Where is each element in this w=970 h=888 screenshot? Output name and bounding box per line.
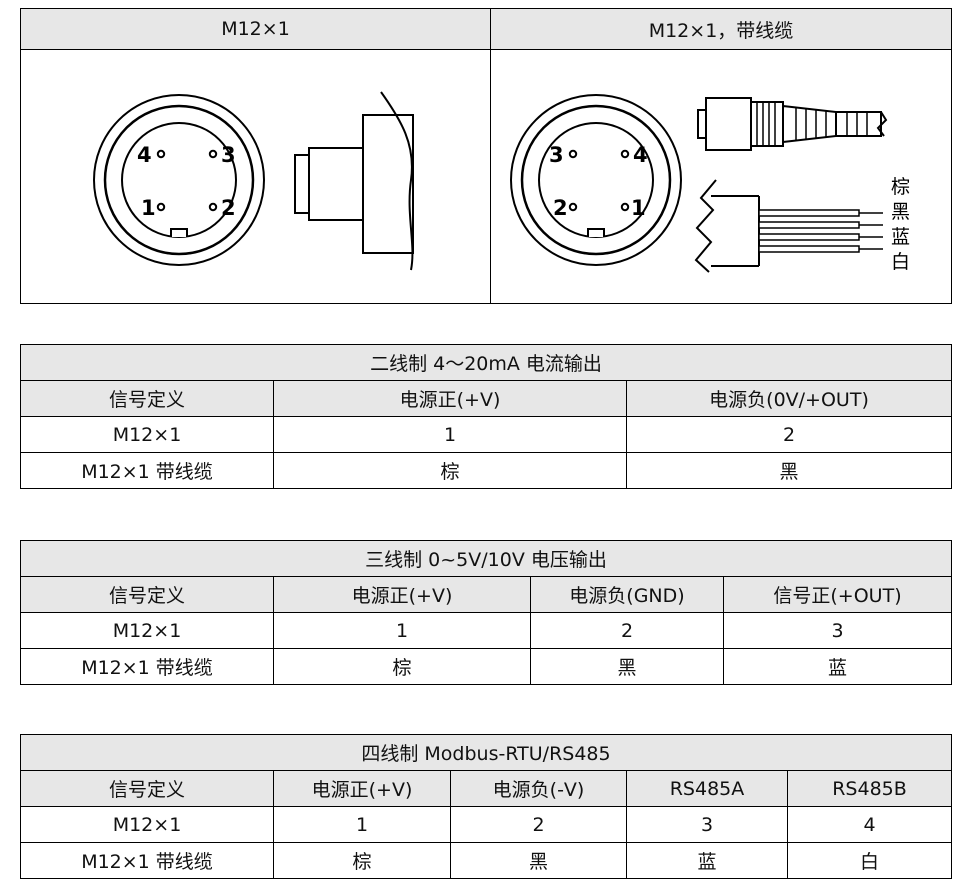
table-cell: 2 [530, 612, 724, 649]
table-cell: 棕 [273, 648, 531, 685]
table-cell: 棕 [273, 842, 451, 879]
column-header: 信号定义 [20, 770, 274, 807]
column-header: RS485A [626, 770, 788, 807]
table-cell: 3 [626, 806, 788, 843]
pin-label: 3 [221, 143, 236, 167]
pin-label: 1 [631, 196, 646, 220]
table-cell: 4 [786, 806, 953, 843]
m12-pinout-diagram: 4 3 1 2 [93, 91, 414, 271]
table-title: 四线制 Modbus-RTU/RS485 [19, 734, 953, 771]
table-cell: M12×1 带线缆 [20, 452, 274, 489]
table-cell: 黑 [530, 648, 724, 685]
wire-color-label: 蓝 [891, 226, 910, 248]
m12-connector-drawing: 4 3 1 2 [20, 49, 491, 304]
column-header: 信号正(+OUT) [723, 576, 952, 613]
pin-label: 1 [141, 196, 156, 220]
pin-label: 2 [553, 196, 568, 220]
column-header: 信号定义 [20, 380, 274, 417]
two-wire-table: 二线制 4～20mA 电流输出 信号定义 电源正(+V) 电源负(0V/+OUT… [19, 344, 953, 489]
table-cell: 1 [273, 416, 627, 453]
m12-cable-pinout-diagram: 3 4 2 1 [510, 94, 910, 273]
table-cell: M12×1 [20, 612, 274, 649]
pin-label: 4 [137, 143, 152, 167]
table-cell: M12×1 [20, 806, 274, 843]
pin-label: 3 [549, 143, 564, 167]
column-header: 信号定义 [20, 576, 274, 613]
column-header: 电源负(-V) [450, 770, 627, 807]
three-wire-table: 三线制 0~5V/10V 电压输出 信号定义 电源正(+V) 电源负(GND) … [20, 540, 952, 685]
pin-label: 4 [633, 143, 648, 167]
column-header: 电源负(GND) [530, 576, 724, 613]
wire-color-label: 黑 [891, 201, 910, 223]
table-cell: M12×1 带线缆 [20, 648, 274, 685]
table-row: M12×1 带线缆 棕 黑 蓝 白 [20, 842, 953, 879]
table-cell: 3 [723, 612, 952, 649]
table-cell: 黑 [625, 452, 953, 489]
table-cell: 1 [273, 806, 451, 843]
connector-diagram-table: M12×1 M12×1，带线缆 4 3 1 2 [20, 8, 952, 304]
column-header: 电源正(+V) [273, 380, 627, 417]
wire-color-label: 白 [891, 251, 910, 273]
table-cell: 蓝 [626, 842, 788, 879]
table-cell: 1 [273, 612, 531, 649]
four-wire-table: 四线制 Modbus-RTU/RS485 信号定义 电源正(+V) 电源负(-V… [19, 734, 953, 879]
wire-color-label: 棕 [891, 176, 910, 198]
column-header: 电源负(0V/+OUT) [625, 380, 953, 417]
table-cell: 棕 [273, 452, 627, 489]
left-connector-title: M12×1 [20, 8, 491, 50]
table-cell: M12×1 [20, 416, 274, 453]
table-cell: 2 [450, 806, 627, 843]
table-row: M12×1 1 2 [20, 416, 953, 453]
right-connector-title: M12×1，带线缆 [490, 8, 952, 50]
table-cell: 2 [625, 416, 953, 453]
table-cell: 黑 [450, 842, 627, 879]
table-row: M12×1 1 2 3 4 [20, 806, 953, 843]
table-title: 三线制 0~5V/10V 电压输出 [20, 540, 952, 577]
table-row: M12×1 带线缆 棕 黑 蓝 [20, 648, 952, 685]
table-cell: 蓝 [723, 648, 952, 685]
table-cell: M12×1 带线缆 [20, 842, 274, 879]
pin-label: 2 [221, 196, 236, 220]
m12-cable-connector-drawing: 3 4 2 1 [490, 49, 952, 304]
table-title: 二线制 4～20mA 电流输出 [19, 344, 953, 381]
table-row: M12×1 带线缆 棕 黑 [20, 452, 953, 489]
table-cell: 白 [786, 842, 953, 879]
table-row: M12×1 1 2 3 [20, 612, 952, 649]
column-header: RS485B [786, 770, 953, 807]
column-header: 电源正(+V) [273, 770, 451, 807]
column-header: 电源正(+V) [273, 576, 531, 613]
